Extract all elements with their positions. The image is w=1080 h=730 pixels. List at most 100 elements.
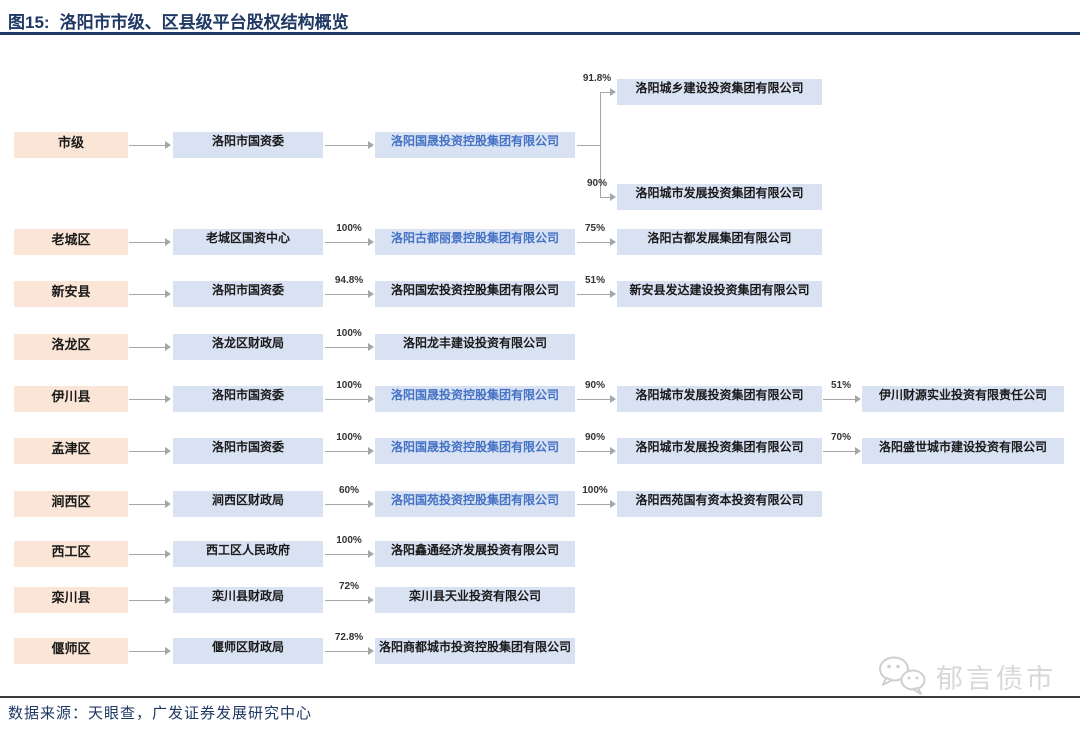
arrow-head-icon [855, 395, 861, 403]
ownership-pct-label: 100% [336, 223, 362, 234]
holder-to-platform-arrow [325, 398, 369, 400]
figure-title: 图15: 洛阳市市级、区县级平台股权结构概览 [8, 8, 349, 33]
ownership-pct-label: 91.8% [582, 73, 612, 84]
ownership-pct-label: 94.8% [334, 275, 364, 286]
brand-watermark-text: 郁言债市 [936, 663, 1056, 695]
arrow-head-icon [610, 447, 616, 455]
gov-holder-box: 洛龙区财政局 [173, 334, 323, 360]
wechat-icon [879, 656, 926, 695]
region-box: 栾川县 [14, 587, 128, 613]
region-box: 西工区 [14, 541, 128, 567]
ownership-pct-label: 90% [584, 432, 606, 443]
branch-connector-vline [600, 92, 601, 197]
region-to-holder-arrow [129, 503, 166, 505]
holder-to-platform-arrow [325, 144, 369, 146]
arrow-head-icon [368, 596, 374, 604]
ownership-pct-label: 90% [586, 178, 608, 189]
arrow-head-icon [855, 447, 861, 455]
figure-title-text: 洛阳市市级、区县级平台股权结构概览 [59, 13, 349, 32]
region-box: 新安县 [14, 281, 128, 307]
sub-subsidiary-company-box: 伊川财源实业投资有限责任公司 [862, 386, 1064, 412]
platform-company-box: 洛阳国晟投资控股集团有限公司 [375, 438, 575, 464]
platform-company-box: 洛阳龙丰建设投资有限公司 [375, 334, 575, 360]
platform-to-subsidiary-arrow [577, 293, 611, 295]
holder-to-platform-arrow [325, 599, 369, 601]
arrow-head-icon [165, 290, 171, 298]
platform-to-subsidiary-arrow [577, 503, 611, 505]
region-box: 洛龙区 [14, 334, 128, 360]
data-source-note: 数据来源：天眼查，广发证券发展研究中心 [8, 704, 313, 722]
holder-to-platform-arrow [325, 346, 369, 348]
arrow-head-icon [165, 141, 171, 149]
region-box: 市级 [14, 132, 128, 158]
arrow-head-icon [165, 395, 171, 403]
region-to-holder-arrow [129, 346, 166, 348]
arrow-head-icon [368, 141, 374, 149]
platform-company-box: 洛阳国晟投资控股集团有限公司 [375, 386, 575, 412]
ownership-pct-label: 72.8% [334, 632, 364, 643]
gov-holder-box: 老城区国资中心 [173, 229, 323, 255]
arrow-head-icon [165, 550, 171, 558]
arrow-head-icon [610, 395, 616, 403]
branch-arrow [600, 196, 611, 198]
gov-holder-box: 洛阳市国资委 [173, 438, 323, 464]
arrow-head-icon [165, 238, 171, 246]
platform-company-box: 洛阳国晟投资控股集团有限公司 [375, 132, 575, 158]
arrow-head-icon [165, 447, 171, 455]
platform-to-subsidiary-arrow [577, 398, 611, 400]
ownership-pct-label: 100% [336, 328, 362, 339]
brand-watermark: 郁言债市 [876, 653, 1056, 699]
holder-to-platform-arrow [325, 293, 369, 295]
sub-subsidiary-company-box: 洛阳盛世城市建设投资有限公司 [862, 438, 1064, 464]
arrow-head-icon [368, 238, 374, 246]
region-to-holder-arrow [129, 650, 166, 652]
gov-holder-box: 涧西区财政局 [173, 491, 323, 517]
subsidiary-company-box: 洛阳西苑国有资本投资有限公司 [617, 491, 822, 517]
ownership-pct-label: 90% [584, 380, 606, 391]
platform-company-box: 洛阳国宏投资控股集团有限公司 [375, 281, 575, 307]
gov-holder-box: 西工区人民政府 [173, 541, 323, 567]
region-box: 老城区 [14, 229, 128, 255]
platform-to-subsidiary-arrow [577, 450, 611, 452]
ownership-pct-label: 100% [336, 432, 362, 443]
region-box: 涧西区 [14, 491, 128, 517]
region-to-holder-arrow [129, 450, 166, 452]
figure-number-label: 图15: [8, 13, 50, 32]
platform-company-box: 洛阳鑫通经济发展投资有限公司 [375, 541, 575, 567]
gov-holder-box: 栾川县财政局 [173, 587, 323, 613]
arrow-head-icon [368, 447, 374, 455]
arrow-head-icon [368, 343, 374, 351]
arrow-head-icon [368, 647, 374, 655]
arrow-head-icon [610, 500, 616, 508]
arrow-head-icon [368, 395, 374, 403]
region-to-holder-arrow [129, 398, 166, 400]
branch-arrow [600, 91, 611, 93]
region-to-holder-arrow [129, 144, 166, 146]
subsidiary-to-sub2-arrow [823, 450, 856, 452]
region-box: 偃师区 [14, 638, 128, 664]
arrow-head-icon [610, 88, 616, 96]
ownership-pct-label: 75% [584, 223, 606, 234]
subsidiary-to-sub2-arrow [823, 398, 856, 400]
subsidiary-company-box: 新安县发达建设投资集团有限公司 [617, 281, 822, 307]
region-to-holder-arrow [129, 241, 166, 243]
arrow-head-icon [610, 193, 616, 201]
platform-company-box: 洛阳古都丽景控股集团有限公司 [375, 229, 575, 255]
region-box: 孟津区 [14, 438, 128, 464]
holder-to-platform-arrow [325, 241, 369, 243]
ownership-pct-label: 72% [338, 581, 360, 592]
holder-to-platform-arrow [325, 450, 369, 452]
subsidiary-company-box: 洛阳城市发展投资集团有限公司 [617, 386, 822, 412]
arrow-head-icon [610, 238, 616, 246]
branch-connector-hline [577, 144, 601, 146]
ownership-pct-label: 100% [582, 485, 608, 496]
arrow-head-icon [368, 550, 374, 558]
arrow-head-icon [165, 647, 171, 655]
ownership-pct-label: 70% [830, 432, 852, 443]
ownership-pct-label: 100% [336, 380, 362, 391]
region-box: 伊川县 [14, 386, 128, 412]
gov-holder-box: 偃师区财政局 [173, 638, 323, 664]
ownership-pct-label: 100% [336, 535, 362, 546]
ownership-pct-label: 51% [584, 275, 606, 286]
